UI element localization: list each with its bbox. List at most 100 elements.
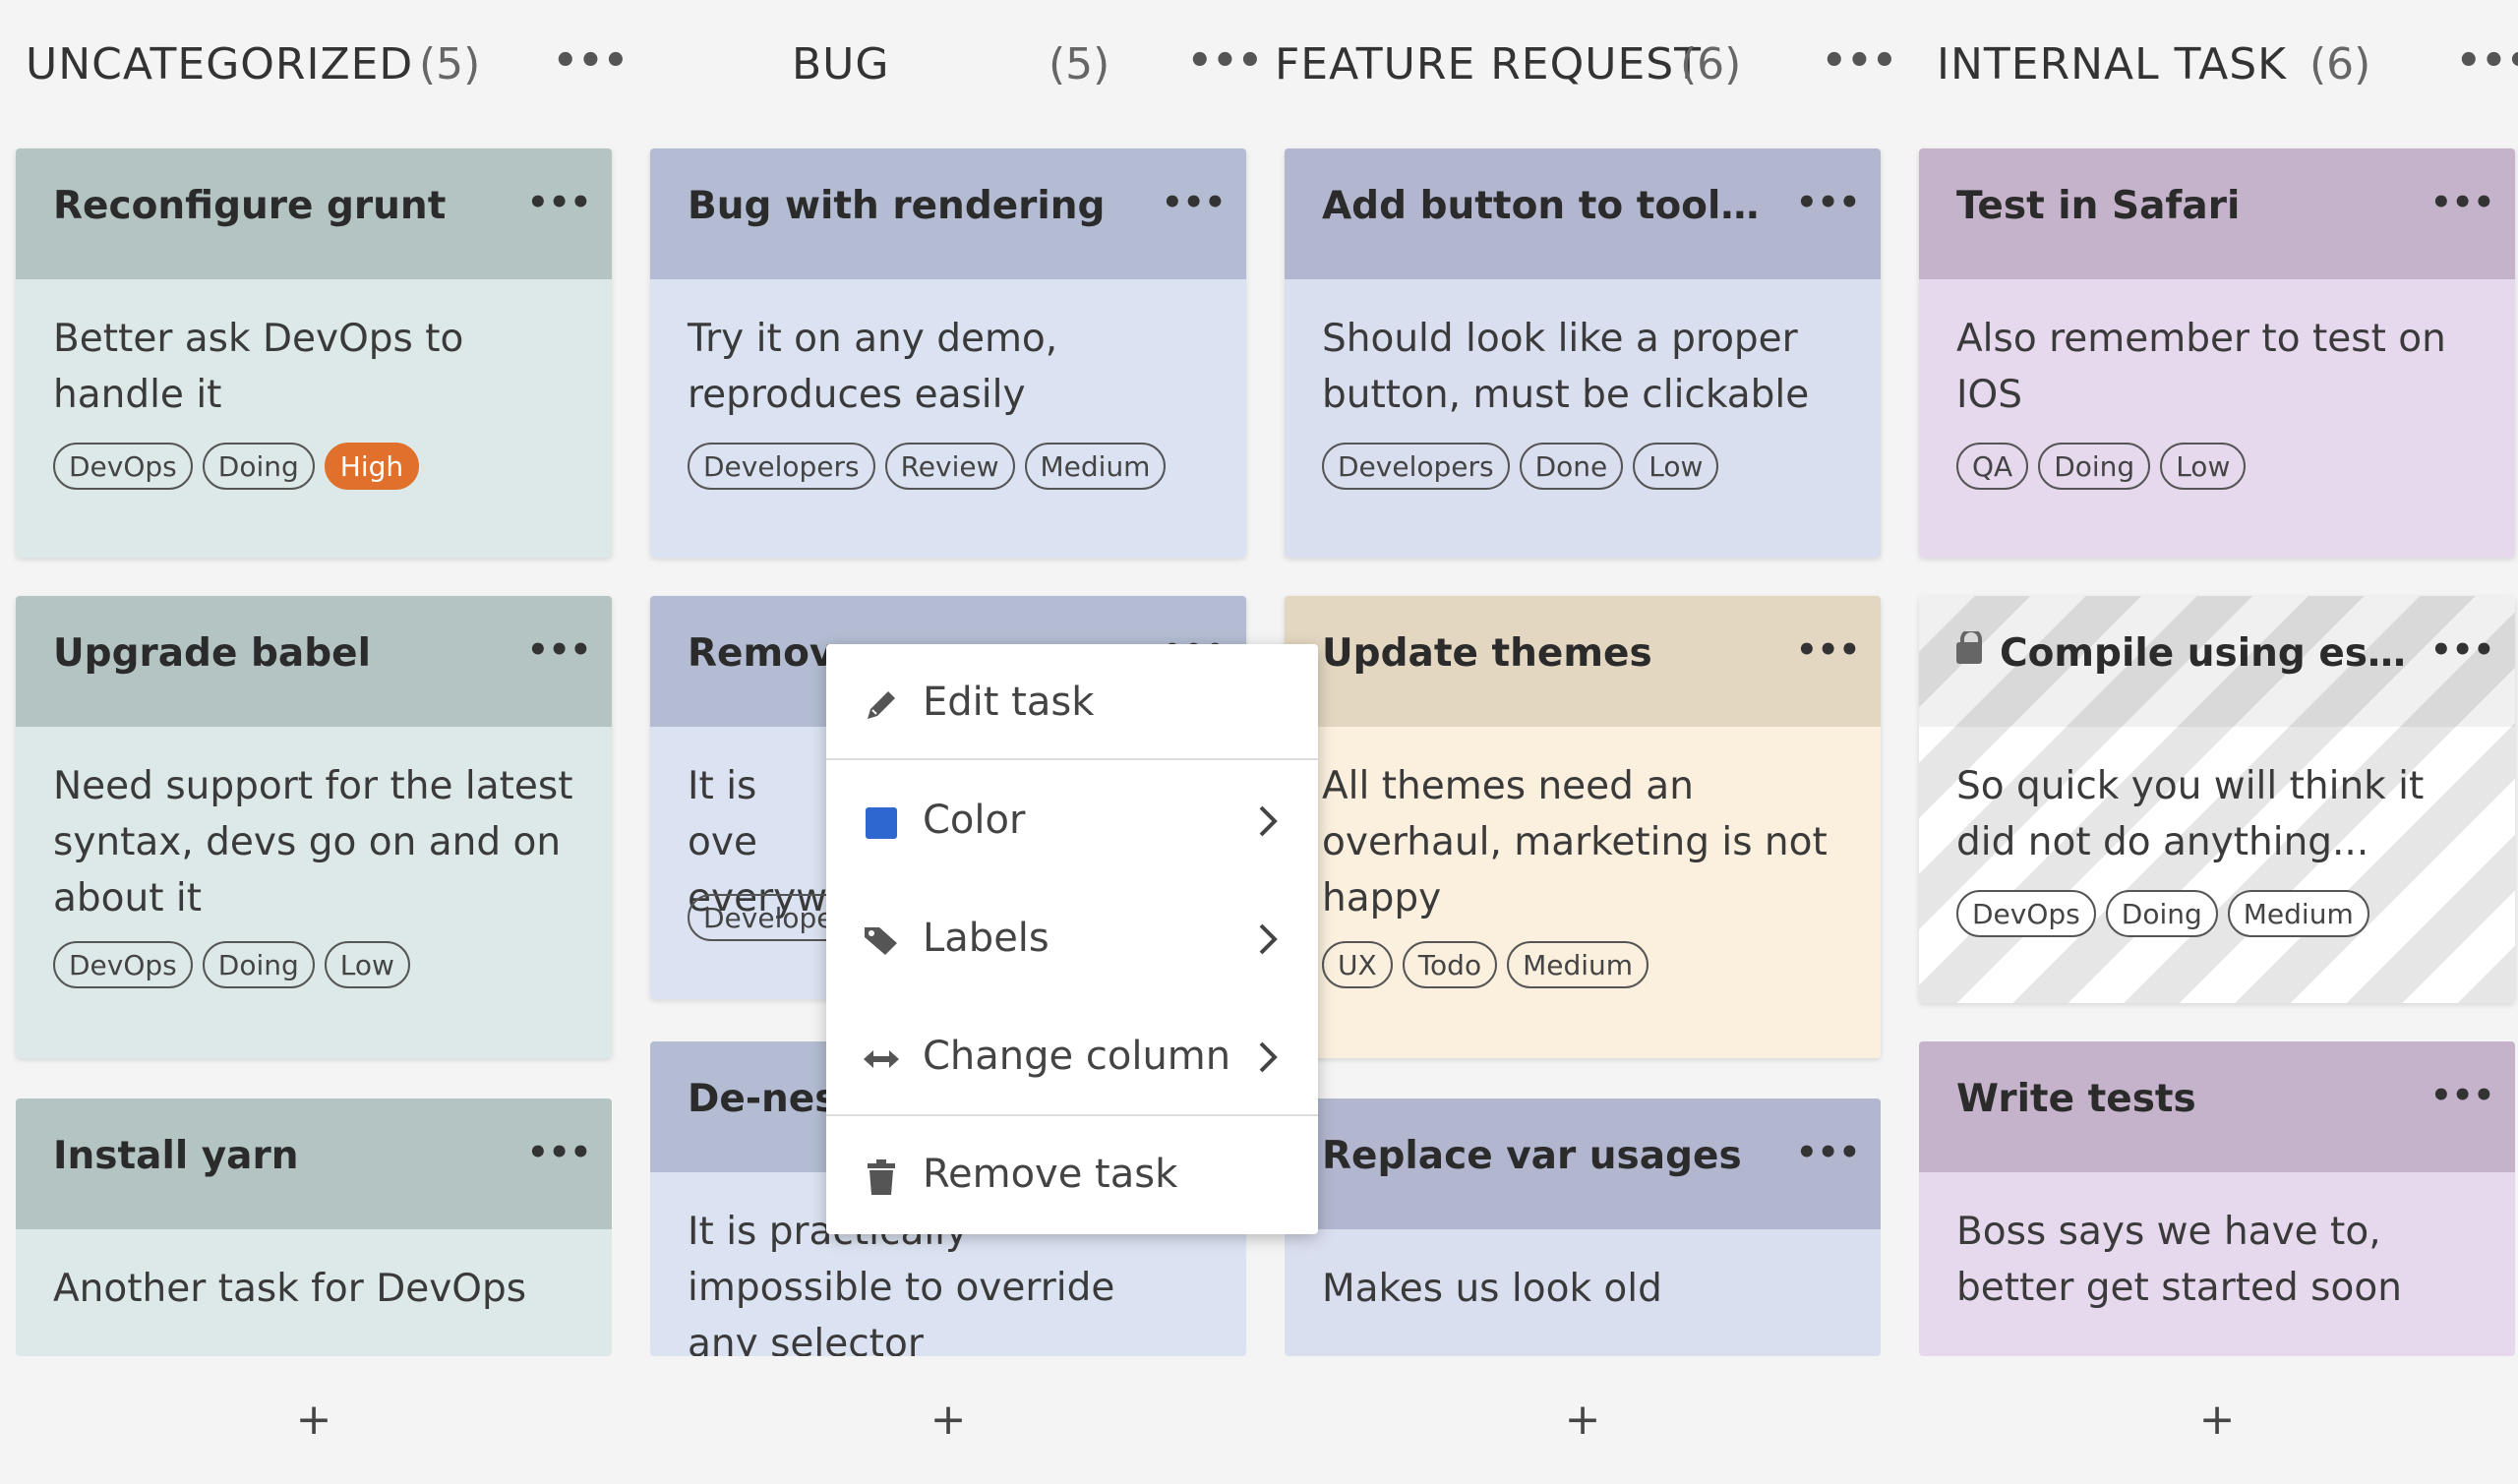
card-more-icon[interactable]: ••• [1796,630,1861,670]
card-title: Add button to toolbar [1322,184,1772,228]
card-more-icon[interactable]: ••• [527,1133,592,1172]
column-more-icon[interactable]: ••• [1822,38,1897,84]
tag-icon [865,927,897,955]
card-title: Compile using es... [1956,631,2407,676]
menu-item-label: Color [923,798,1026,843]
card-more-icon[interactable]: ••• [1796,1133,1861,1172]
add-task-button[interactable]: + [295,1395,332,1445]
menu-item-label: Edit task [923,680,1095,725]
card-header: Add button to toolbar ••• [1285,148,1881,279]
column-title: INTERNAL TASK [1937,39,2287,89]
chevron-right-icon [1259,1041,1278,1073]
add-task-button[interactable]: + [2198,1395,2236,1445]
card-header: Upgrade babel ••• [16,596,612,727]
menu-item-color[interactable]: Color [826,762,1318,880]
card-title: Update themes [1322,631,1652,676]
task-card[interactable]: Update themes ••• All themes need an ove… [1285,596,1881,1058]
task-card-locked[interactable]: Compile using es... ••• So quick you wil… [1919,596,2515,1003]
task-card[interactable]: Upgrade babel ••• Need support for the l… [16,596,612,1058]
card-description: Should look like a proper button, must b… [1322,317,1810,417]
card-more-icon[interactable]: ••• [2430,630,2495,670]
pencil-icon [868,691,895,719]
column-count: (6) [1680,39,1742,89]
card-tags: DevOps Doing Low [53,941,410,988]
tag: Doing [202,443,315,490]
add-task-button[interactable]: + [1564,1395,1601,1445]
task-card[interactable]: Replace var usages ••• Makes us look old [1285,1098,1881,1356]
color-swatch-icon [866,807,897,839]
task-context-menu: Edit task Color Labels [826,644,1318,1234]
card-tags: DevOps Doing Medium [1956,890,2369,937]
task-card[interactable]: Reconfigure grunt ••• Better ask DevOps … [16,148,612,558]
tag: UX [1322,941,1393,988]
card-tags: QA Doing Low [1956,443,2247,490]
card-body: Another task for DevOps [16,1229,612,1356]
card-tags: UX Todo Medium [1322,941,1649,988]
card-description: Try it on any demo, reproduces easily [688,317,1058,417]
priority-tag-high: High [324,443,420,490]
card-description: It is practically impossible to override… [688,1210,1115,1356]
lock-icon [1956,631,1982,664]
chevron-right-icon [1259,923,1278,955]
card-body: Boss says we have to, better get started… [1919,1172,2515,1356]
card-body: Try it on any demo, reproduces easily De… [650,279,1246,558]
card-header: Replace var usages ••• [1285,1098,1881,1229]
task-card[interactable]: Bug with rendering ••• Try it on any dem… [650,148,1246,558]
menu-item-label: Remove task [923,1152,1178,1197]
card-more-icon[interactable]: ••• [2430,1076,2495,1115]
column-count: (5) [1049,39,1110,89]
card-more-icon[interactable]: ••• [1796,183,1861,222]
card-header: Write tests ••• [1919,1041,2515,1172]
card-body: Also remember to test on IOS QA Doing Lo… [1919,279,2515,558]
card-more-icon[interactable]: ••• [527,183,592,222]
card-description: Boss says we have to, better get started… [1956,1210,2402,1310]
card-more-icon[interactable]: ••• [527,630,592,670]
card-description: Also remember to test on IOS [1956,317,2446,417]
task-card[interactable]: Install yarn ••• Another task for DevOps [16,1098,612,1356]
tag: Done [1519,443,1624,490]
menu-item-label: Change column [923,1034,1231,1079]
menu-item-remove-task[interactable]: Remove task [826,1116,1318,1234]
card-header: Install yarn ••• [16,1098,612,1229]
card-more-icon[interactable]: ••• [2430,183,2495,222]
card-body: All themes need an overhaul, marketing i… [1285,727,1881,1058]
menu-item-edit-task[interactable]: Edit task [826,644,1318,762]
menu-divider [826,1114,1318,1116]
column-title: UNCATEGORIZED [26,39,414,89]
card-body: So quick you will think it did not do an… [1919,727,2515,1003]
card-more-icon[interactable]: ••• [1162,183,1227,222]
menu-item-change-column[interactable]: Change column [826,998,1318,1116]
card-description: Need support for the latest syntax, devs… [53,764,573,920]
task-card[interactable]: Add button to toolbar ••• Should look li… [1285,148,1881,558]
tag: QA [1956,443,2029,490]
task-card[interactable]: Write tests ••• Boss says we have to, be… [1919,1041,2515,1356]
column-more-icon[interactable]: ••• [1187,38,1263,84]
add-task-button[interactable]: + [929,1395,967,1445]
tag: Doing [202,941,315,988]
card-title-text: Compile using es... [2000,631,2407,676]
column-header: UNCATEGORIZED (5) ••• [16,38,629,108]
card-tags: Developers Review Medium [688,443,1167,490]
tag: DevOps [53,941,193,988]
column-count: (5) [419,39,481,89]
column-more-icon[interactable]: ••• [2456,38,2518,84]
card-body: Better ask DevOps to handle it DevOps Do… [16,279,612,558]
column-header: BUG (5) ••• [650,38,1263,108]
menu-item-labels[interactable]: Labels [826,880,1318,998]
column-header: FEATURE REQUEST (6) ••• [1275,38,1897,108]
tag: Medium [1024,443,1167,490]
tag: DevOps [53,443,193,490]
card-body: Need support for the latest syntax, devs… [16,727,612,1058]
tag: Doing [2105,890,2218,937]
menu-divider [826,758,1318,760]
column-more-icon[interactable]: ••• [553,38,629,84]
tag: DevOps [1956,890,2096,937]
card-title: Bug with rendering [688,184,1106,228]
card-header: Update themes ••• [1285,596,1881,727]
card-header: Compile using es... ••• [1919,596,2515,727]
tag: Developers [1322,443,1510,490]
column-uncategorized: UNCATEGORIZED (5) ••• Reconfigure grunt … [16,0,629,1484]
card-title: Install yarn [53,1134,299,1178]
task-card[interactable]: Test in Safari ••• Also remember to test… [1919,148,2515,558]
card-tags: Developers Done Low [1322,443,1719,490]
